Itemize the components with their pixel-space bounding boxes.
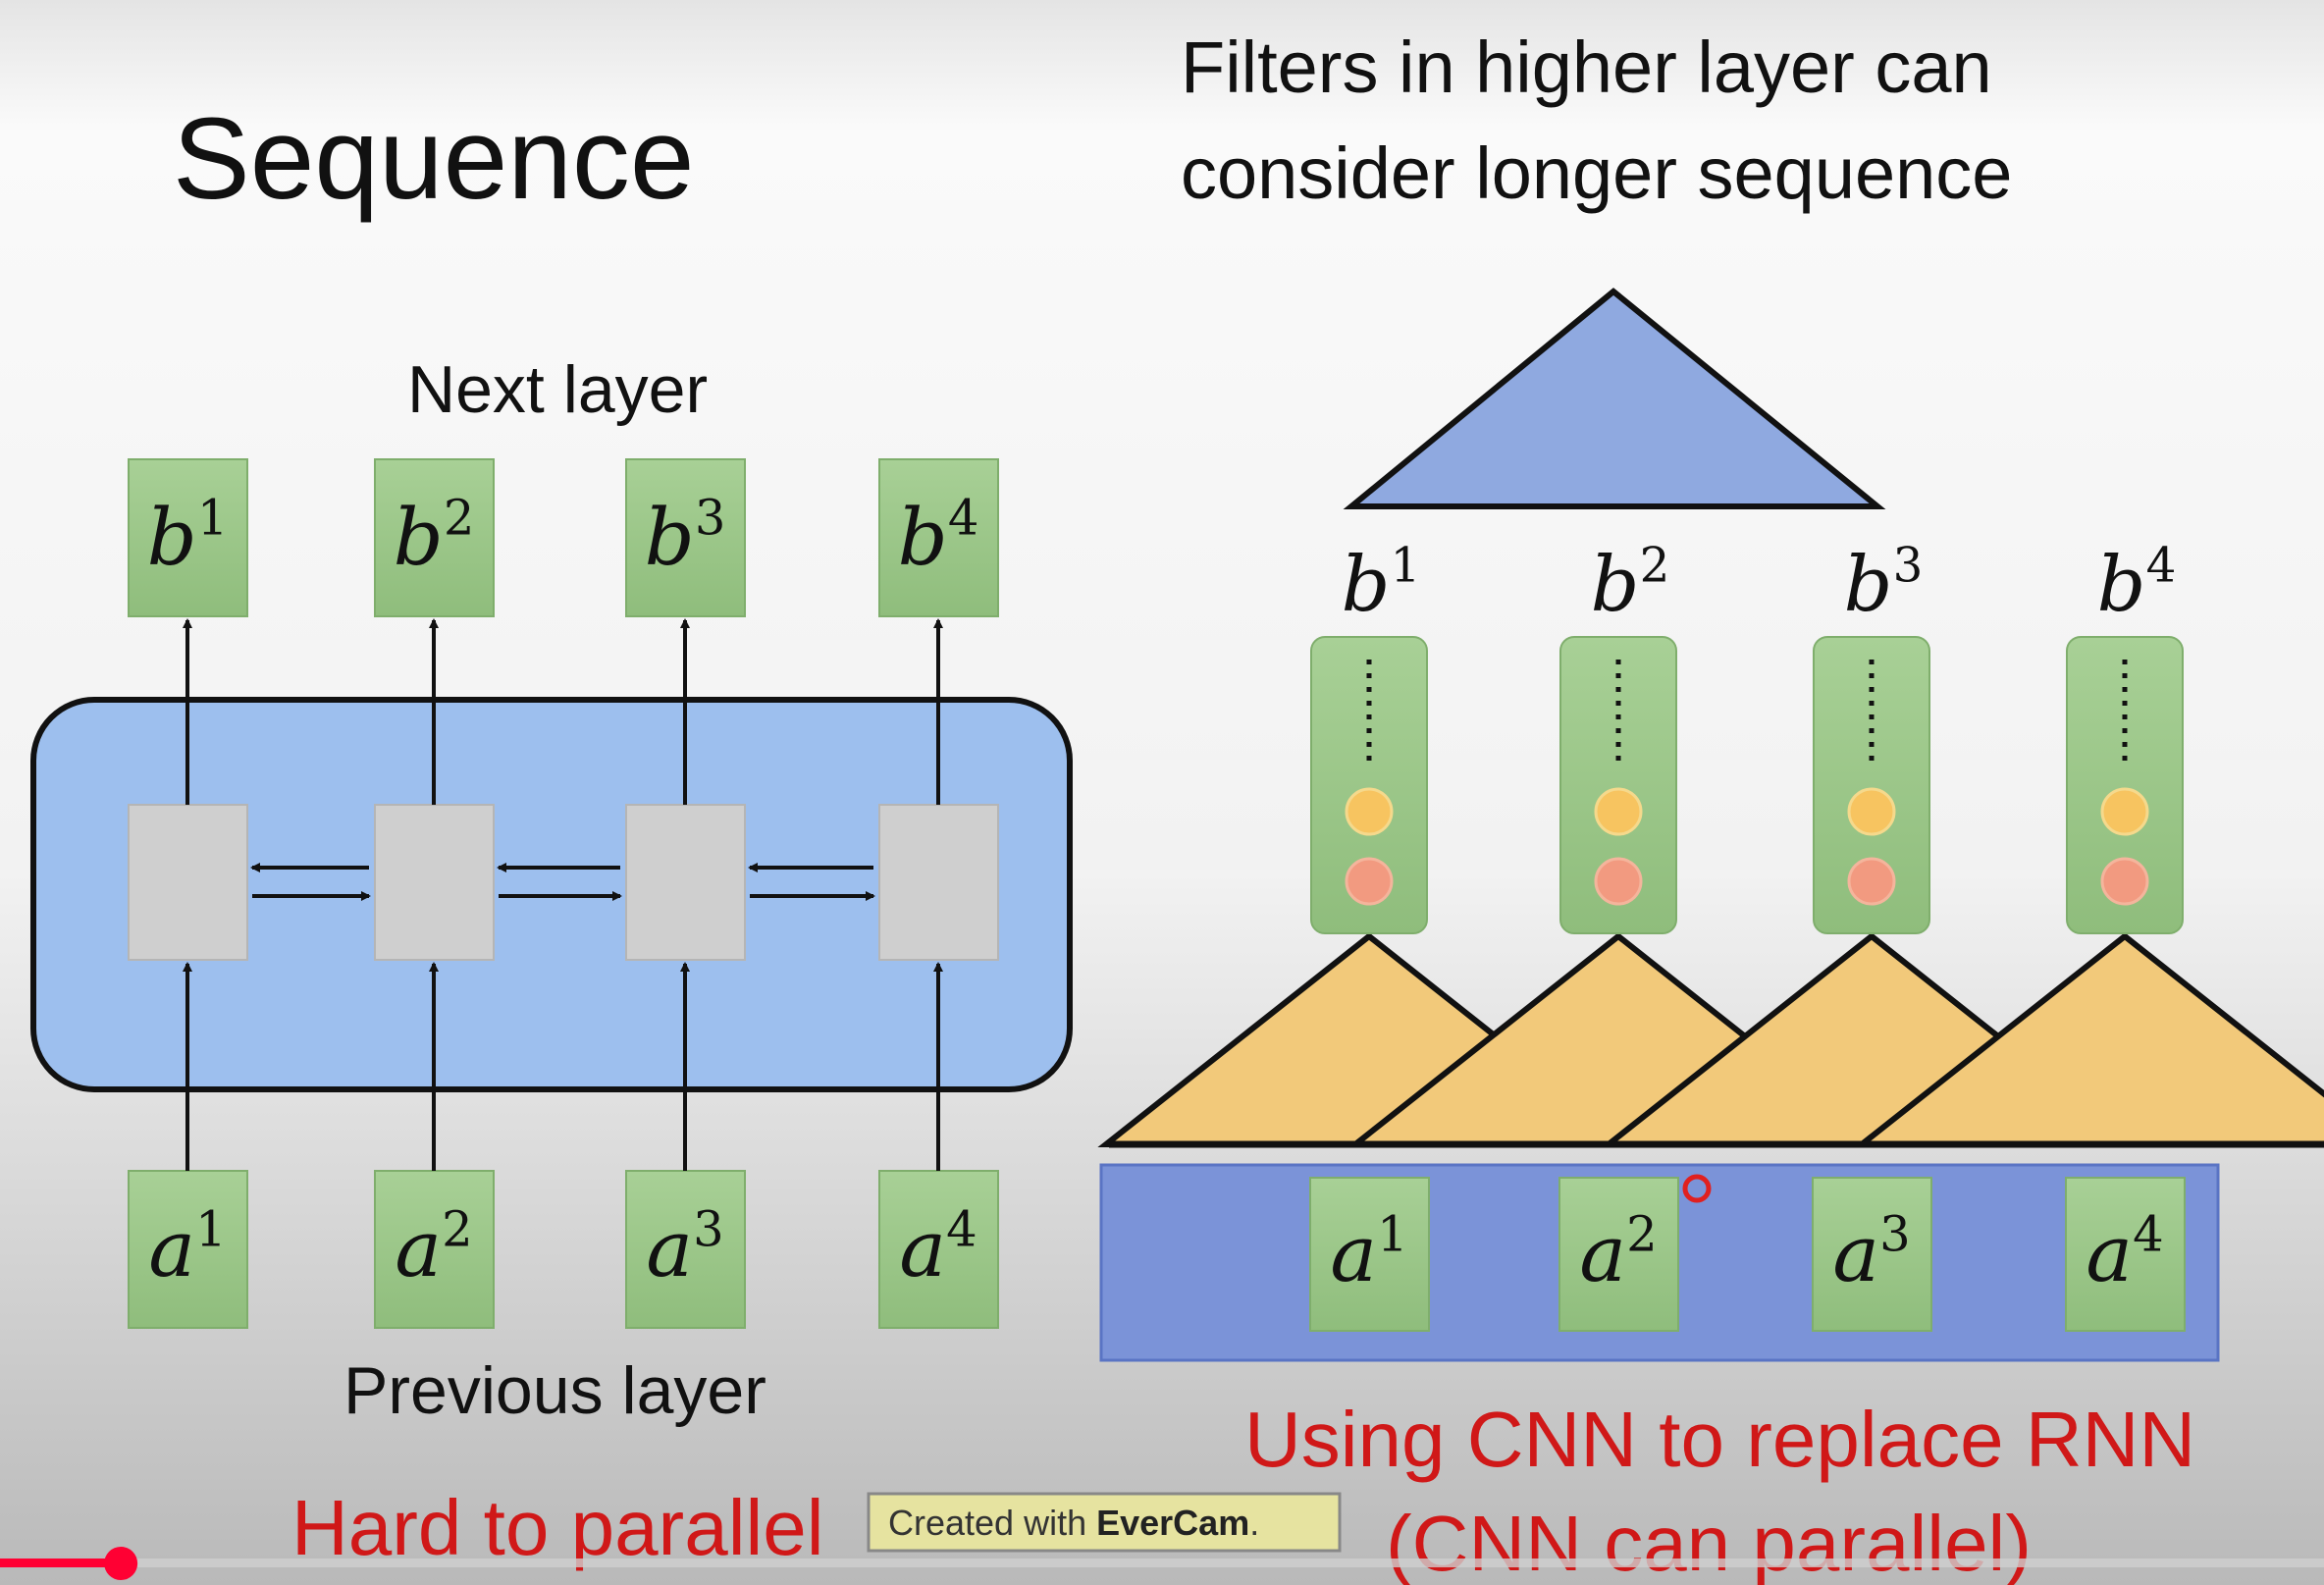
svg-text:Created with EverCam.: Created with EverCam. [888,1503,1259,1543]
cnn-feature-column [1559,636,1677,934]
rnn-output-label-base: b [147,492,197,583]
rnn-input-label-base: a [899,1203,946,1294]
cnn-input-box [2065,1177,2186,1332]
cnn-feature-column [2066,636,2184,934]
right-title-line2: consider longer sequence [1181,132,2012,214]
cnn-output-label-base: b [1591,541,1640,629]
cnn-input-label: a4 [2086,1206,2163,1299]
rnn-output-label: b2 [394,490,475,583]
cnn-output-label: b1 [1342,538,1421,629]
previous-layer-label: Previous layer [343,1353,766,1428]
cnn-output-label-base: b [1342,541,1391,629]
rnn-input-label: a2 [395,1201,472,1294]
cnn-output-label: b3 [1844,538,1924,629]
rnn-output-label-base: b [394,492,444,583]
rnn-cell [878,804,999,961]
rnn-input-label-superscript: 3 [693,1201,724,1258]
rnn-output-label: b3 [645,490,726,583]
cnn-input-label: a3 [1832,1206,1910,1299]
cnn-input-label-base: a [2086,1208,2133,1299]
rnn-input-box [878,1170,999,1329]
rnn-input-label-superscript: 4 [946,1201,977,1258]
cnn-input-label-base: a [1579,1208,1626,1299]
rnn-cell [625,804,746,961]
cnn-output-label-superscript: 2 [1640,538,1670,593]
cnn-output-label: b2 [1591,538,1670,629]
hard-to-parallel-label: Hard to parallel [291,1484,824,1571]
rnn-output-label-base: b [898,492,948,583]
cnn-output-label-superscript: 4 [2146,538,2177,593]
red-neuron [1594,857,1643,906]
rnn-cell [128,804,248,961]
cnn-output-label-superscript: 3 [1893,538,1924,593]
rnn-input-box [625,1170,746,1329]
rnn-output-label-superscript: 3 [695,490,726,547]
rnn-output-label-base: b [645,492,695,583]
rnn-input-label-superscript: 1 [195,1201,227,1258]
rnn-output-box [128,458,248,617]
rnn-input-label: a1 [148,1201,226,1294]
video-progress-fill [0,1559,122,1567]
yellow-neuron [1847,787,1896,836]
rnn-output-box [878,458,999,617]
cnn-feature-column [1813,636,1930,934]
cnn-input-label: a2 [1579,1206,1657,1299]
cnn-input-box [1558,1177,1679,1332]
cnn-output-label: b4 [2097,538,2177,629]
cnn-output-label-base: b [1844,541,1893,629]
evercam-watermark: Created with EverCam. [867,1492,1342,1553]
watermark-suffix: . [1249,1503,1259,1543]
red-neuron [2100,857,2149,906]
rnn-output-label: b1 [147,490,229,583]
rnn-output-box [374,458,495,617]
using-cnn-label: Using CNN to replace RNN [1244,1396,2195,1483]
red-neuron [1847,857,1896,906]
cnn-input-box [1309,1177,1430,1332]
rnn-output-label: b4 [898,490,979,583]
rnn-input-label: a3 [646,1201,723,1294]
watermark-brand: EverCam [1096,1503,1249,1543]
cnn-output-label-superscript: 1 [1391,538,1421,593]
cnn-input-label-superscript: 1 [1377,1206,1408,1263]
cnn-input-label: a1 [1330,1206,1407,1299]
cnn-can-parallel-label: (CNN can parallel) [1386,1500,2032,1585]
rnn-output-box [625,458,746,617]
rnn-output-label-superscript: 4 [948,490,979,547]
right-title-line1: Filters in higher layer can [1181,26,1992,108]
cnn-input-label-superscript: 4 [2133,1206,2164,1263]
cnn-input-box [1812,1177,1932,1332]
yellow-neuron [1345,787,1394,836]
rnn-cell [374,804,495,961]
cursor-pointer [1682,1174,1712,1203]
next-layer-label: Next layer [407,352,708,427]
red-neuron [1345,857,1394,906]
slide-title: Sequence [173,94,694,224]
rnn-input-label: a4 [899,1201,977,1294]
higher-layer-filter-triangle [1343,288,1886,509]
rnn-output-label-superscript: 1 [197,490,229,547]
rnn-input-label-base: a [395,1203,442,1294]
yellow-neuron [2100,787,2149,836]
cnn-feature-column [1310,636,1428,934]
rnn-input-label-base: a [148,1203,195,1294]
rnn-input-label-superscript: 2 [442,1201,473,1258]
video-progress-track[interactable] [0,1559,2324,1567]
video-progress-knob[interactable] [104,1547,138,1580]
yellow-neuron [1594,787,1643,836]
watermark-prefix: Created with [888,1503,1096,1543]
cnn-input-label-base: a [1330,1208,1377,1299]
cnn-input-label-superscript: 3 [1879,1206,1911,1263]
cnn-input-label-base: a [1832,1208,1879,1299]
rnn-output-label-superscript: 2 [444,490,475,547]
rnn-input-label-base: a [646,1203,693,1294]
cnn-input-label-superscript: 2 [1626,1206,1658,1263]
cnn-output-label-base: b [2097,541,2146,629]
